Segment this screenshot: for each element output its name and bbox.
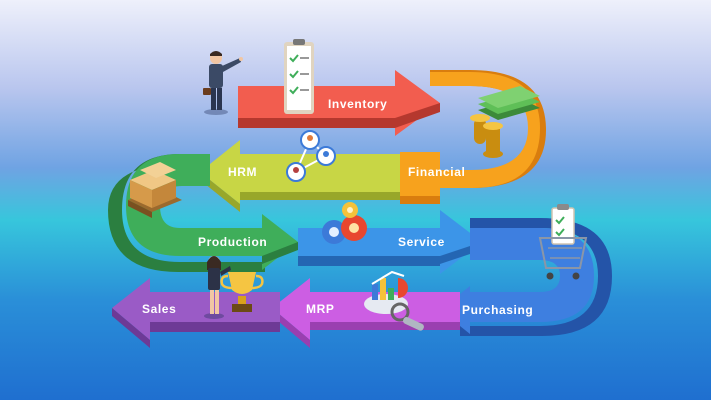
- production-label: Production: [198, 235, 267, 249]
- service-segment: Service: [298, 210, 482, 274]
- shopping-cart-icon: [538, 204, 588, 280]
- money-coins-icon: [470, 86, 540, 158]
- checklist-clipboard-icon: [284, 39, 314, 114]
- inventory-segment: Inventory: [238, 70, 440, 136]
- inventory-label: Inventory: [328, 97, 387, 111]
- sales-label: Sales: [142, 302, 176, 316]
- sales-segment: Sales: [112, 278, 280, 348]
- boxes-pallet-icon: [128, 162, 182, 218]
- mrp-label: MRP: [306, 302, 334, 316]
- hrm-label: HRM: [228, 165, 257, 179]
- financial-segment: Financial: [400, 70, 546, 204]
- team-network-icon: [286, 130, 336, 182]
- trophy-icon: [220, 272, 264, 312]
- chart-magnifier-icon: [364, 270, 424, 331]
- businesswoman-icon: [204, 256, 231, 319]
- purchasing-label: Purchasing: [462, 303, 533, 317]
- financial-label: Financial: [408, 165, 465, 179]
- businessman-icon: [203, 51, 243, 115]
- service-label: Service: [398, 235, 445, 249]
- gears-icon: [322, 202, 367, 244]
- mrp-segment: MRP: [272, 278, 460, 348]
